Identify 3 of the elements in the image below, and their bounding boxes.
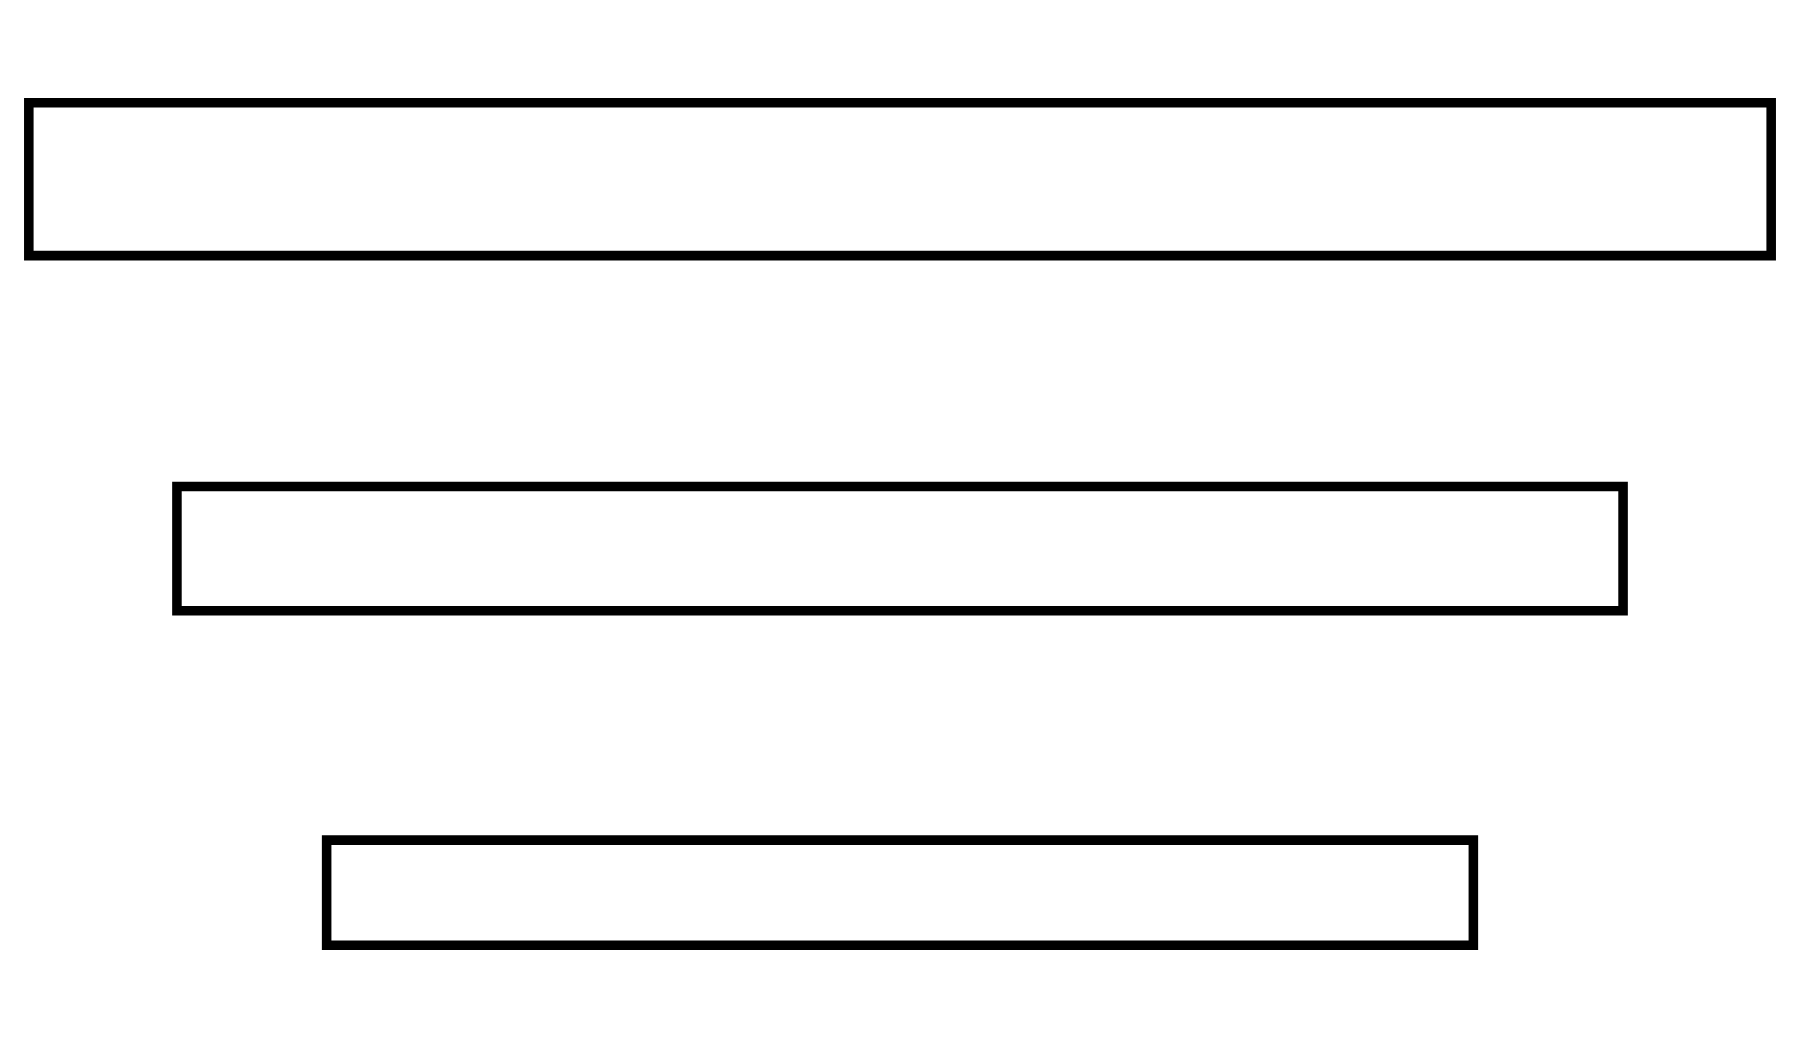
node-bar bbox=[24, 96, 1776, 260]
node-bar bbox=[172, 480, 1628, 615]
node-bar bbox=[321, 834, 1479, 950]
